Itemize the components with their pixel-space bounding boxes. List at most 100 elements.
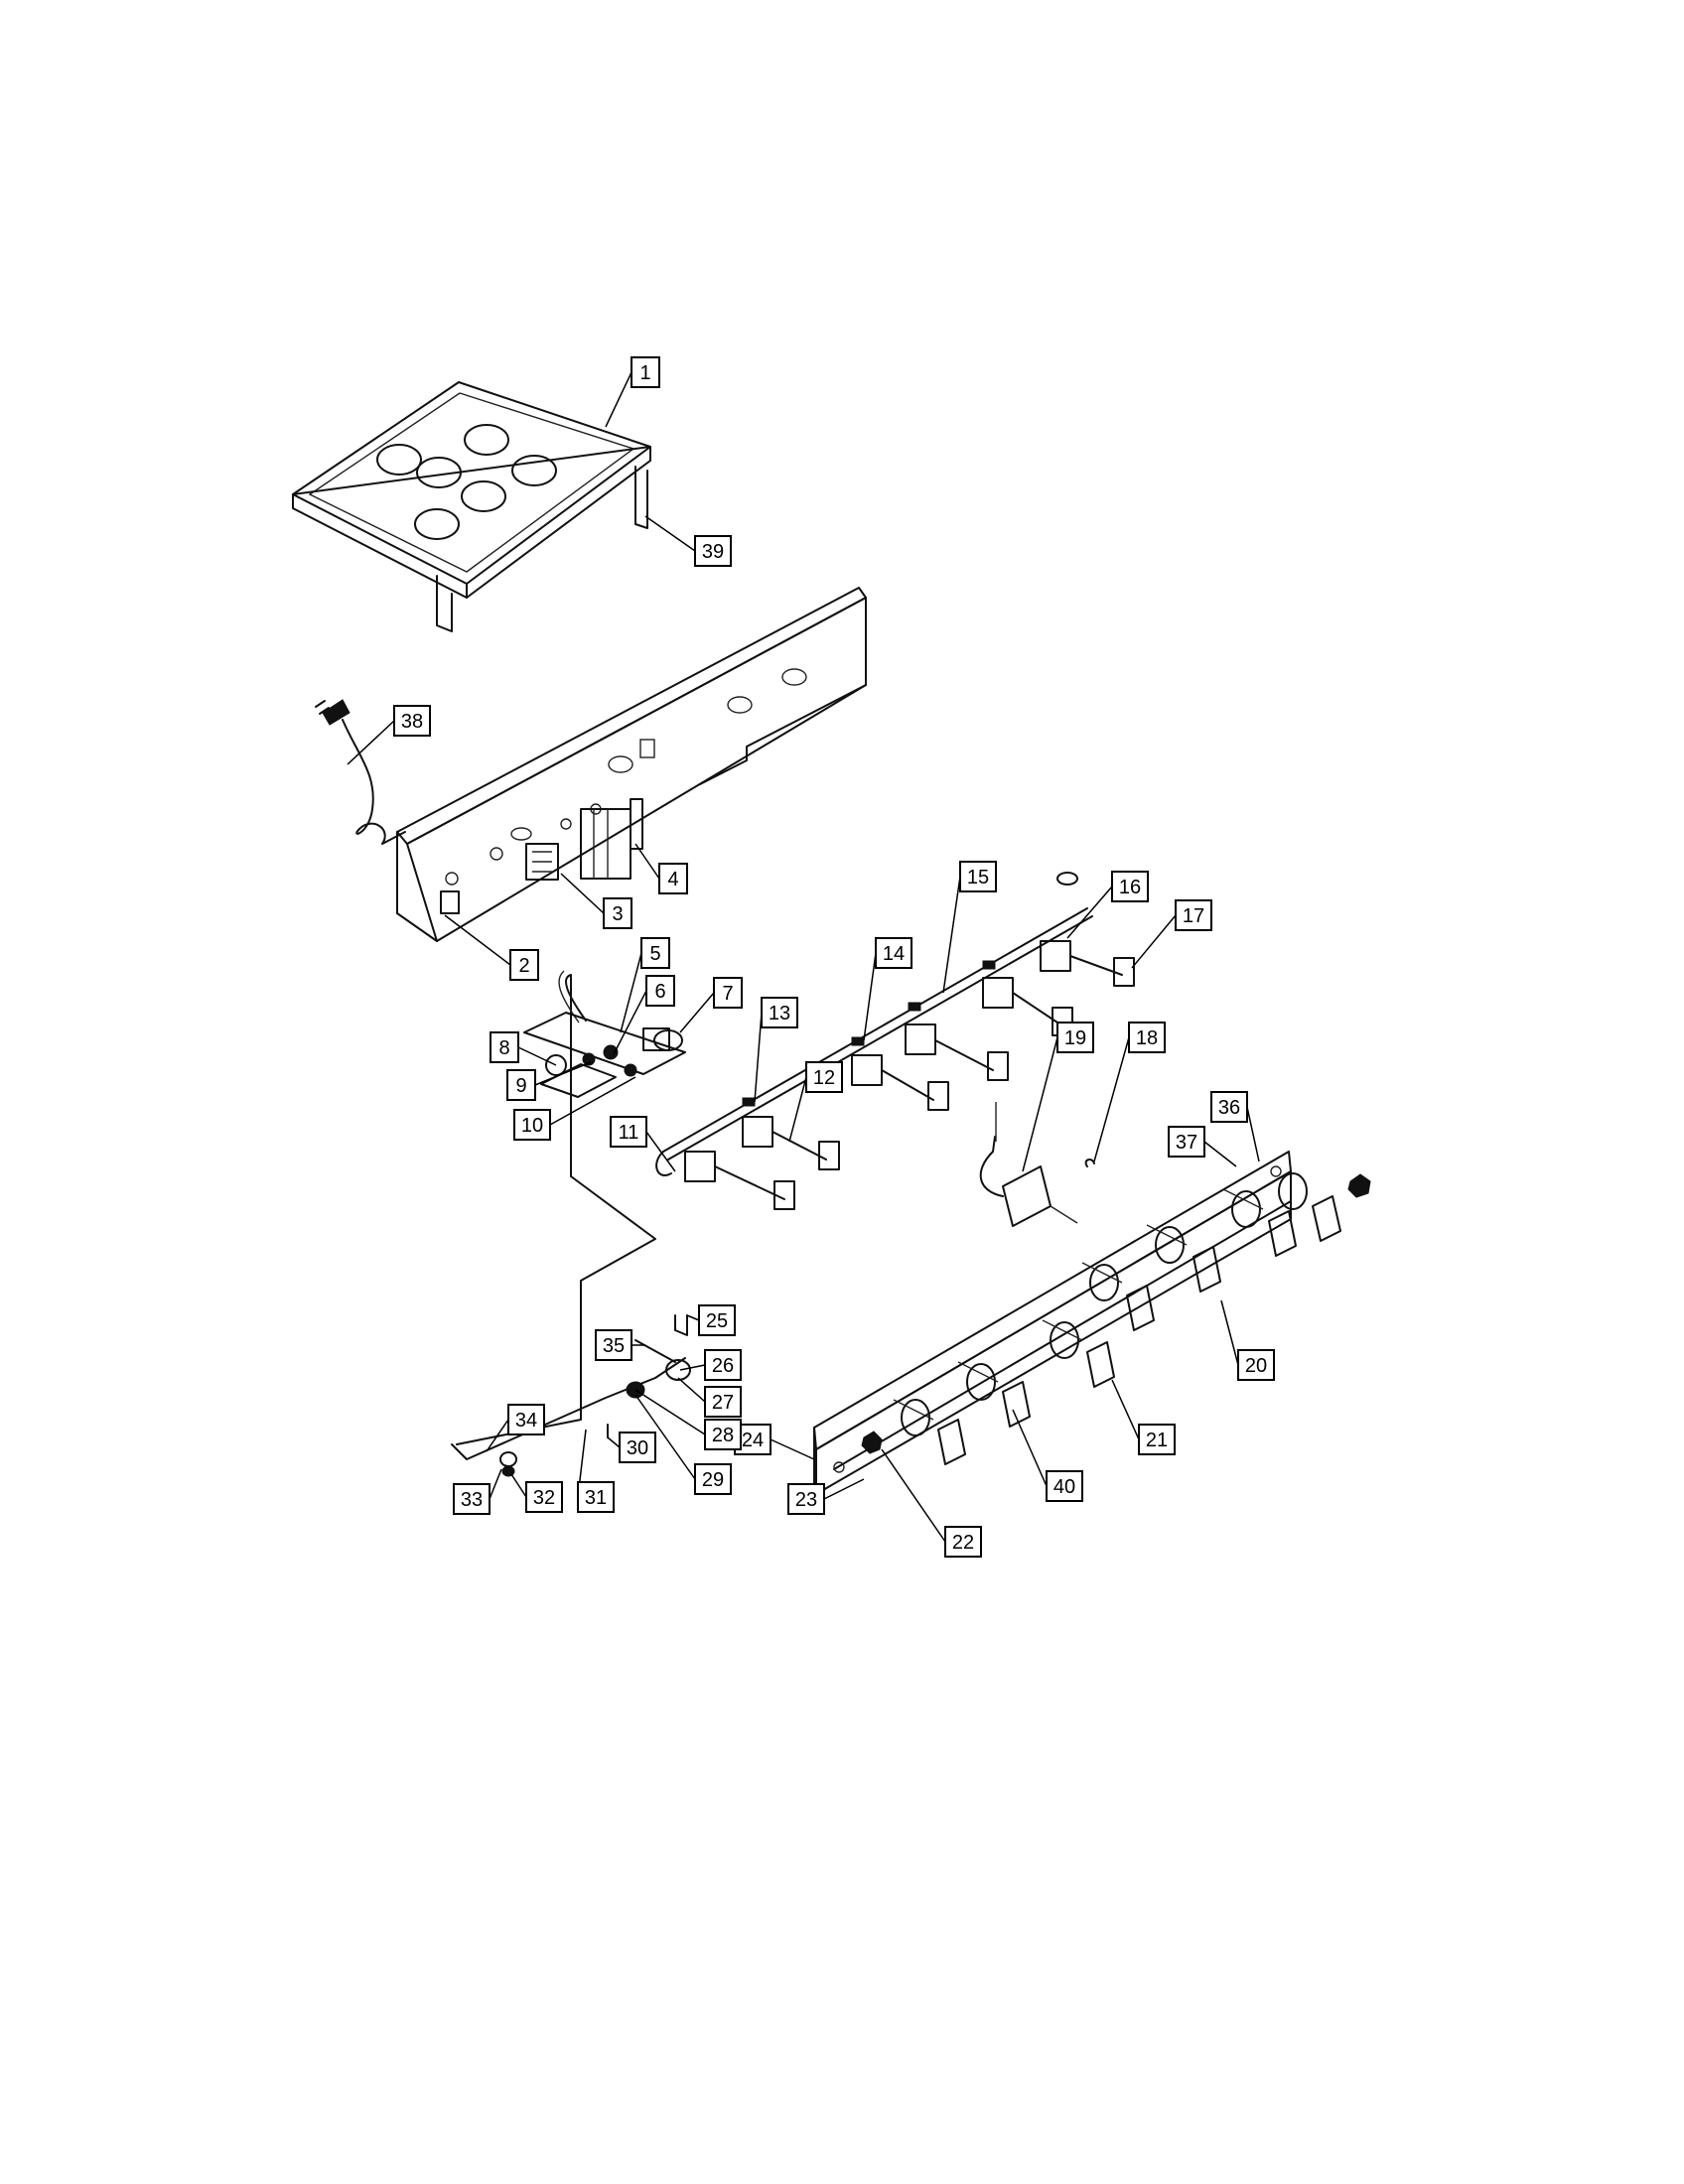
callout-box-21 <box>1138 1424 1176 1455</box>
callout-box-14 <box>875 937 912 969</box>
callout-box-7 <box>713 977 743 1009</box>
terminal-block <box>525 843 559 881</box>
callout-leader-21 <box>1111 1379 1140 1440</box>
callout-label-3: 3 <box>612 903 623 925</box>
callout-box-33 <box>453 1483 491 1515</box>
callout-leader-23 <box>823 1478 865 1500</box>
callout-leader-22 <box>881 1448 946 1543</box>
callout-box-31 <box>577 1481 615 1513</box>
callout-leader-5 <box>620 952 642 1033</box>
callout-label-12: 12 <box>813 1067 835 1089</box>
callout-box-8 <box>490 1031 519 1063</box>
callout-leader-17 <box>1131 914 1177 969</box>
callout-box-17 <box>1175 899 1212 931</box>
callout-leader-27 <box>677 1377 706 1403</box>
callout-label-7: 7 <box>722 983 733 1005</box>
callout-box-16 <box>1111 871 1149 902</box>
callout-label-16: 16 <box>1119 877 1141 898</box>
callout-leader-4 <box>634 843 660 880</box>
callout-box-20 <box>1237 1349 1275 1381</box>
callout-leader-18 <box>1093 1036 1130 1162</box>
callout-leader-38 <box>347 720 395 765</box>
callout-box-19 <box>1056 1022 1094 1053</box>
callout-leader-25 <box>686 1314 700 1321</box>
callout-label-39: 39 <box>702 541 724 563</box>
callout-label-4: 4 <box>667 869 678 890</box>
callout-label-10: 10 <box>521 1115 543 1137</box>
callout-box-28 <box>704 1419 742 1450</box>
callout-leader-10 <box>549 1076 636 1126</box>
callout-box-25 <box>698 1304 736 1336</box>
callout-label-1: 1 <box>639 362 650 384</box>
callout-leader-3 <box>560 873 605 914</box>
callout-box-22 <box>944 1526 982 1558</box>
callout-box-10 <box>513 1109 551 1141</box>
callout-label-28: 28 <box>712 1425 734 1446</box>
fittings <box>545 1044 637 1077</box>
burner-valves <box>684 940 1135 1210</box>
callout-leader-20 <box>1220 1299 1239 1366</box>
callout-leader-11 <box>645 1131 676 1172</box>
callout-box-38 <box>393 705 431 737</box>
callout-leader-30 <box>607 1436 621 1448</box>
callout-box-4 <box>658 863 688 894</box>
callout-label-35: 35 <box>603 1335 625 1357</box>
callout-leader-6 <box>613 990 647 1055</box>
callout-label-34: 34 <box>515 1410 537 1432</box>
control-panel <box>813 1151 1292 1495</box>
callout-label-24: 24 <box>742 1430 764 1451</box>
control-knobs <box>861 1172 1371 1465</box>
callout-label-36: 36 <box>1218 1097 1240 1119</box>
gas-supply-tube <box>456 970 656 1445</box>
callout-label-38: 38 <box>401 711 423 733</box>
callout-leader-16 <box>1066 886 1113 939</box>
callout-leader-13 <box>754 1012 763 1103</box>
callout-leader-14 <box>863 952 877 1041</box>
callout-box-34 <box>507 1404 545 1435</box>
callout-box-3 <box>603 897 632 929</box>
callout-leader-12 <box>788 1076 807 1143</box>
callout-leader-36 <box>1246 1106 1260 1162</box>
power-cord <box>315 699 406 845</box>
spark-module <box>580 798 643 880</box>
callout-label-25: 25 <box>706 1310 728 1332</box>
callout-label-30: 30 <box>627 1437 648 1459</box>
callout-leader-39 <box>644 515 696 552</box>
callout-box-6 <box>645 975 675 1007</box>
regulator-bracket <box>523 1012 686 1098</box>
callout-label-27: 27 <box>712 1392 734 1414</box>
spark-generator <box>979 1102 1078 1227</box>
callout-label-32: 32 <box>533 1487 555 1509</box>
pressure-regulator <box>642 1027 683 1051</box>
callout-label-37: 37 <box>1176 1132 1197 1154</box>
callout-label-14: 14 <box>883 943 905 965</box>
callout-leader-29 <box>634 1394 696 1480</box>
burner-box-bracket <box>396 587 867 942</box>
callout-leader-1 <box>605 371 632 428</box>
control-shafts <box>893 1188 1264 1421</box>
callout-label-21: 21 <box>1146 1430 1168 1451</box>
callout-label-29: 29 <box>702 1469 724 1491</box>
callout-box-13 <box>761 997 798 1028</box>
callout-leader-8 <box>517 1046 557 1066</box>
callout-box-26 <box>704 1349 742 1381</box>
callout-leader-26 <box>679 1364 706 1371</box>
callout-box-12 <box>805 1061 843 1093</box>
callout-label-23: 23 <box>795 1489 817 1511</box>
callout-box-23 <box>787 1483 825 1515</box>
callout-leader-40 <box>1012 1409 1048 1487</box>
callout-box-15 <box>959 861 997 892</box>
callout-box-40 <box>1046 1470 1083 1502</box>
callout-leader-7 <box>679 992 715 1033</box>
callout-leader-2 <box>444 914 511 966</box>
callout-label-6: 6 <box>654 981 665 1003</box>
gas-manifold <box>655 872 1093 1176</box>
callout-label-8: 8 <box>498 1037 509 1059</box>
callout-leader-37 <box>1203 1141 1237 1167</box>
callout-label-26: 26 <box>712 1355 734 1377</box>
callout-box-39 <box>694 535 732 567</box>
callout-label-20: 20 <box>1245 1355 1267 1377</box>
callout-box-37 <box>1168 1126 1205 1158</box>
